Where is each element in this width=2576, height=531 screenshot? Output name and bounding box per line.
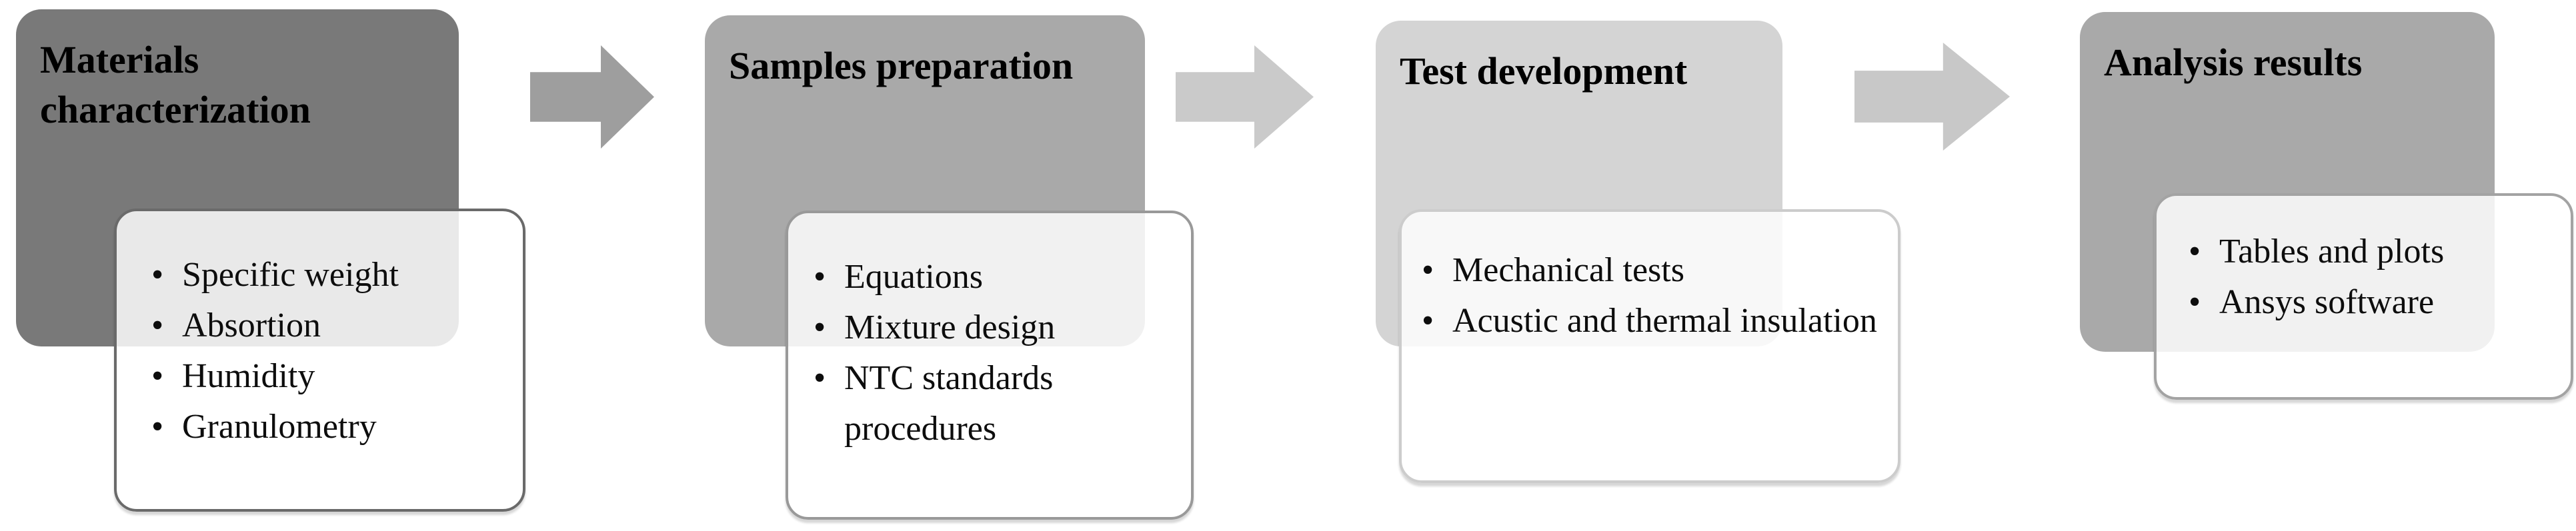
bullet-text: Ansys software	[2219, 283, 2435, 321]
bullet-text: Equations	[844, 258, 983, 296]
stage-title-samples-preparation: Samples preparation	[729, 44, 1074, 87]
flow-arrow-icon-2	[1176, 45, 1314, 149]
bullet-text: Acustic and thermal insulation	[1452, 302, 1877, 340]
stage-detail-card-analysis-results: • Tables and plots • Ansys software	[2154, 193, 2573, 400]
bullet-text: Tables and plots	[2219, 233, 2445, 270]
bullet-item: • Specific weight	[151, 250, 511, 300]
bullet-item: • NTC standards procedures	[814, 353, 1179, 454]
bullet-text: Specific weight	[182, 256, 399, 294]
bullet-text: Mechanical tests	[1452, 251, 1684, 289]
bullet-dot-icon: •	[814, 308, 826, 346]
bullet-text: Mixture design	[844, 308, 1056, 346]
bullet-dot-icon: •	[2189, 233, 2201, 270]
bullet-dot-icon: •	[1422, 251, 1434, 289]
bullet-item: • Granulometry	[151, 402, 511, 452]
stage-detail-card-materials-characterization: • Specific weight • Absortion • Humidity…	[114, 209, 525, 512]
bullet-dot-icon: •	[151, 306, 164, 344]
stage-title-test-development: Test development	[1400, 49, 1688, 93]
bullet-list: • Equations • Mixture design • NTC stand…	[788, 213, 1191, 454]
bullet-text: Humidity	[182, 357, 315, 395]
flow-arrow-icon-1	[530, 45, 654, 149]
bullet-list: • Tables and plots • Ansys software	[2157, 196, 2571, 328]
bullet-text: Granulometry	[182, 408, 377, 446]
bullet-dot-icon: •	[814, 258, 826, 296]
bullet-item: • Equations	[814, 252, 1179, 302]
bullet-item: • Humidity	[151, 351, 511, 402]
stage-title-analysis-results: Analysis results	[2104, 41, 2363, 84]
bullet-item: • Mixture design	[814, 302, 1179, 353]
bullet-list: • Specific weight • Absortion • Humidity…	[117, 211, 523, 452]
bullet-dot-icon: •	[814, 359, 826, 397]
bullet-dot-icon: •	[151, 357, 164, 395]
bullet-dot-icon: •	[1422, 302, 1434, 340]
stage-detail-card-samples-preparation: • Equations • Mixture design • NTC stand…	[786, 211, 1194, 520]
bullet-item: • Mechanical tests	[1422, 245, 1886, 296]
bullet-dot-icon: •	[2189, 283, 2201, 321]
bullet-text: Absortion	[182, 306, 321, 344]
bullet-dot-icon: •	[151, 408, 164, 446]
bullet-item: • Absortion	[151, 300, 511, 351]
bullet-item: • Ansys software	[2189, 277, 2559, 328]
bullet-dot-icon: •	[151, 256, 164, 294]
bullet-text: NTC standards procedures	[844, 359, 1054, 448]
flow-arrow-icon-3	[1854, 43, 2010, 151]
bullet-item: • Tables and plots	[2189, 227, 2559, 277]
bullet-list: • Mechanical tests • Acustic and thermal…	[1402, 212, 1898, 346]
stage-title-materials-characterization: Materials characterization	[40, 38, 311, 132]
bullet-item: • Acustic and thermal insulation	[1422, 296, 1886, 346]
stage-detail-card-test-development: • Mechanical tests • Acustic and thermal…	[1399, 209, 1900, 483]
